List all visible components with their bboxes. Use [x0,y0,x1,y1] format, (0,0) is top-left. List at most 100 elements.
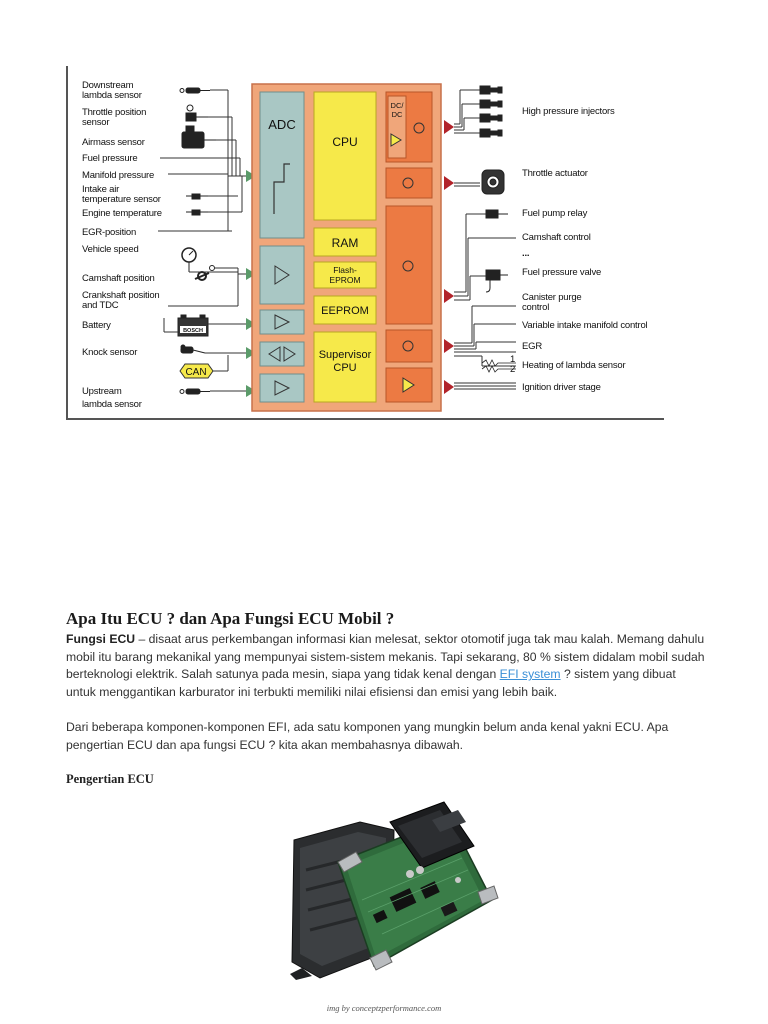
throttle-sensor-icon [185,104,208,122]
input-label-manifold-pressure: Manifold pressure [82,170,154,181]
driver-icon [402,260,414,272]
amplifier-icon [274,314,291,330]
output-arrow [444,120,454,134]
input-arrow [246,318,256,330]
output-label-ignition: Ignition driver stage [522,382,601,393]
ram-block [313,227,377,257]
driver-block [385,167,433,199]
output-label-fuel-valve: Fuel pressure valve [522,267,601,278]
camshaft-sensor-icon [194,265,215,281]
dcdc-label: DC/DC [391,101,405,119]
intro-paragraph: Fungsi ECU – disaat arus perkembangan in… [66,631,706,701]
output-arrow [444,176,454,190]
cpu-label: CPU [332,135,357,149]
efi-system-link[interactable]: EFI system [499,667,561,682]
output-label-fuel-pump: Fuel pump relay [522,208,588,219]
supervisor-cpu-block [313,331,377,403]
injector-icon [479,85,503,95]
injector-icon [479,113,503,123]
driver-block [385,329,433,363]
injector-icon [479,128,503,138]
output-label-manifold: Variable intake manifold control [522,320,648,331]
speedometer-icon [181,247,197,272]
output-label-throttle: Throttle actuator [522,168,588,179]
bidirectional-icon [268,346,281,362]
throttle-actuator-icon [481,169,505,195]
can-bus-icon: CAN [179,363,214,379]
resistor-icon [481,359,516,373]
battery-icon: BOSCH [177,314,209,337]
input-label-camshaft-position: Camshaft position [82,273,155,284]
input-arrows [246,170,256,397]
driver-icon [402,377,415,393]
input-label-battery: Battery [82,320,111,331]
relay-icon [485,209,508,219]
cpu-block [313,91,377,221]
eeprom-block [313,295,377,325]
input-arrow [246,268,256,280]
output-label-dots: ... [522,248,529,259]
input-icons: BOSCH CAN [177,87,216,395]
ecu-photo-svg [290,801,499,980]
injector-icon [479,99,503,109]
input-label-egr-position: EGR-position [82,227,136,238]
airmass-sensor-icon [181,125,216,149]
article-title: Apa Itu ECU ? dan Apa Fungsi ECU Mobil ? [66,609,395,628]
output-label-camshaft: Camshaft control [522,232,591,243]
output-label-egr: EGR [522,341,542,352]
adc-label: ADC [268,117,295,132]
input-arrow [246,347,256,359]
svg-text:BOSCH: BOSCH [183,328,203,334]
output-wiring [454,89,516,390]
second-paragraph: Dari beberapa komponen-komponen EFI, ada… [66,720,669,752]
output-arrow [444,339,454,353]
valve-icon [485,269,508,293]
input-label-fuel-pressure: Fuel pressure [82,153,137,164]
driver-icon [402,340,414,352]
output-icons [479,85,516,373]
temperature-sensor-icon [186,193,208,216]
input-label-knock-sensor: Knock sensor [82,347,137,358]
lambda-sensor-icon [179,87,210,94]
adc-block [259,91,305,239]
input-arrow [246,170,256,182]
intro-bold-term: Fungsi ECU [66,632,136,646]
intro-text-a: – disaat arus perkembangan informasi kia… [66,632,705,682]
intro-text-b: ? sistem yang dibuat untuk menggantikan … [66,667,676,699]
output-arrows [444,120,454,394]
image-caption: img by conceptzperformance.com [326,1003,442,1013]
driver-icon [413,122,425,134]
output-label-injectors: High pressure injectors [522,106,615,117]
output-label-lambda-heat: Heating of lambda sensor [522,360,625,371]
input-arrow [246,385,256,397]
output-arrow [444,380,454,394]
driver-block [385,205,433,325]
adc-column: ADC [259,91,305,403]
input-label-airmass: Airmass sensor [82,137,145,148]
ecu-photo [282,800,502,980]
input-label-engine-temperature: Engine temperature [82,208,162,219]
flash-eprom-label: Flash-EPROM [329,265,360,285]
section-heading: Pengertian ECU [66,772,154,786]
knock-sensor-icon [180,344,206,354]
driver-icon [402,177,414,189]
lambda-sensor-icon [179,388,210,395]
svg-text:CAN: CAN [185,367,206,378]
eeprom-label: EEPROM [321,305,369,317]
ram-label: RAM [332,236,359,250]
output-arrow [444,289,454,303]
amplifier-icon [274,265,290,285]
signal-waveform-icon [273,163,290,214]
output-labels: High pressure injectors Throttle actuato… [510,106,648,393]
driver-column: DC/DC [385,91,433,403]
